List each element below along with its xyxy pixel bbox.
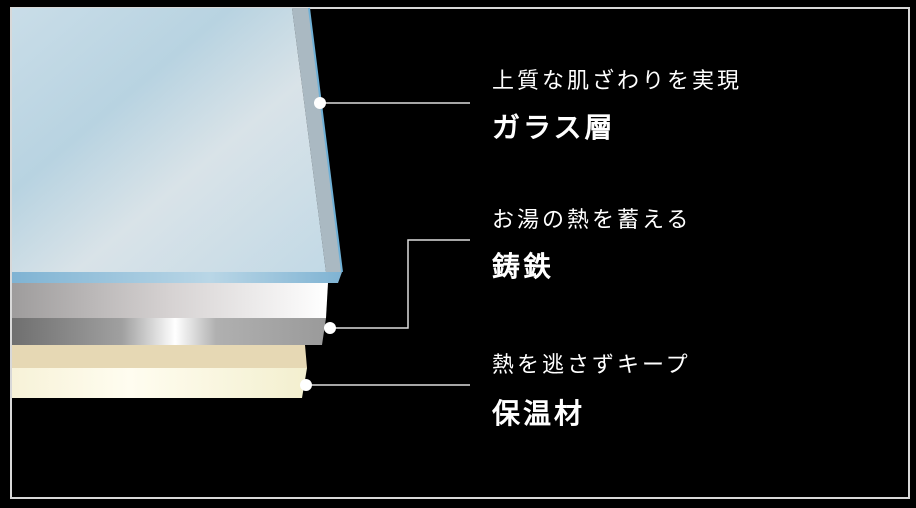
insulation-layer-side (12, 368, 307, 398)
iron-layer-side (12, 318, 326, 345)
iron-subtitle: お湯の熱を蓄える (492, 208, 692, 233)
frame-border (10, 7, 910, 499)
iron-marker-dot (324, 322, 336, 334)
glass-layer-side (292, 8, 342, 272)
glass-layer-top (12, 8, 326, 272)
glass-title: ガラス層 (492, 111, 616, 144)
iron-layer-top (12, 283, 328, 318)
insulation-layer-top (12, 345, 307, 368)
glass-marker-dot (314, 97, 326, 109)
insulation-title: 保温材 (492, 397, 586, 430)
insulation-marker-dot (300, 379, 312, 391)
iron-title: 鋳鉄 (492, 250, 555, 283)
glass-subtitle: 上質な肌ざわりを実現 (492, 69, 743, 94)
glass-layer-edge (12, 272, 342, 283)
insulation-subtitle: 熱を逃さずキープ (492, 353, 691, 378)
iron-leader-line (330, 239, 470, 329)
